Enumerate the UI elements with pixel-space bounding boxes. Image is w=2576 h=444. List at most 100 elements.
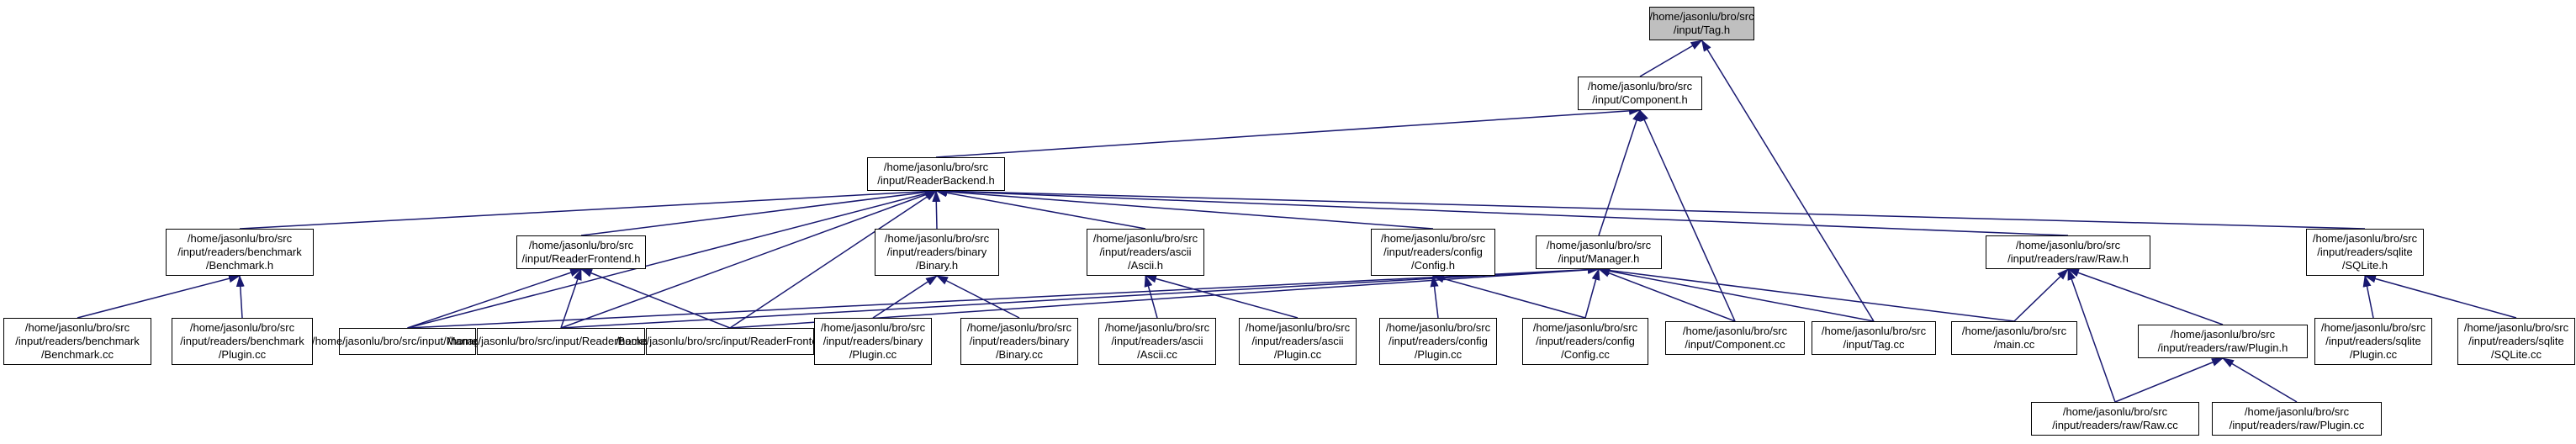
file-node-raw-plugin-cc[interactable]: /home/jasonlu/bro/src/input/readers/raw/… bbox=[2212, 402, 2382, 436]
file-node-label-line: /main.cc bbox=[1993, 338, 2035, 351]
file-node-label-line: /input/readers/sqlite bbox=[2325, 335, 2421, 347]
file-node-label-line: /input/readers/sqlite bbox=[2317, 246, 2413, 258]
file-node-ascii-cc[interactable]: /home/jasonlu/bro/src/input/readers/asci… bbox=[1098, 318, 1216, 365]
edge-raw-cc-to-raw-h bbox=[2067, 268, 2116, 403]
file-node-binary-cc[interactable]: /home/jasonlu/bro/src/input/readers/bina… bbox=[960, 318, 1078, 365]
edge-binary-plugin-cc-to-binary-h bbox=[872, 275, 938, 319]
edge-config-plugin-cc-to-config-h bbox=[1430, 275, 1439, 319]
file-node-label-line: /input/readers/config bbox=[1389, 335, 1488, 347]
file-node-label-line: /home/jasonlu/bro/src bbox=[1092, 232, 1198, 245]
file-node-label-line: /Config.cc bbox=[1561, 348, 1610, 361]
file-node-config-h[interactable]: /home/jasonlu/bro/src/input/readers/conf… bbox=[1371, 229, 1495, 276]
file-node-ascii-h[interactable]: /home/jasonlu/bro/src/input/readers/asci… bbox=[1087, 229, 1204, 276]
file-node-label-line: /input/Tag.cc bbox=[1843, 338, 1905, 351]
edge-manager-cc-to-readerbackend-h bbox=[407, 189, 937, 329]
edge-config-cc-to-manager-h bbox=[1584, 268, 1600, 319]
file-node-binary-h[interactable]: /home/jasonlu/bro/src/input/readers/bina… bbox=[875, 229, 999, 276]
file-node-readerbackend-cc[interactable]: /home/jasonlu/bro/src/input/ReaderBacken… bbox=[447, 328, 674, 355]
file-node-readerfrontend-h[interactable]: /home/jasonlu/bro/src/input/ReaderFronte… bbox=[516, 235, 646, 269]
edge-sqlite-plugin-cc-to-sqlite-h bbox=[2362, 275, 2374, 319]
edge-raw-cc-to-raw-plugin-h bbox=[2114, 357, 2224, 403]
file-node-label-line: /SQLite.h bbox=[2341, 259, 2388, 272]
file-node-label-line: /home/jasonlu/bro/src bbox=[1245, 321, 1351, 334]
file-node-config-plugin-cc[interactable]: /home/jasonlu/bro/src/input/readers/conf… bbox=[1379, 318, 1497, 365]
edge-component-cc-to-component-h bbox=[1639, 109, 1736, 322]
edge-manager-cc-to-manager-h bbox=[407, 265, 1600, 329]
file-node-label-line: /home/jasonlu/bro/src bbox=[2170, 328, 2276, 341]
file-node-tag-h[interactable]: /home/jasonlu/bro/src/input/Tag.h bbox=[1649, 7, 1754, 40]
edge-benchmark-plugin-cc-to-benchmark-h bbox=[235, 275, 245, 319]
file-node-label-line: /home/jasonlu/bro/src/input/Manager.cc bbox=[312, 335, 503, 347]
file-node-label-line: /input/ReaderBackend.h bbox=[877, 174, 995, 187]
file-node-raw-h[interactable]: /home/jasonlu/bro/src/input/readers/raw/… bbox=[1986, 235, 2150, 269]
edge-binary-h-to-readerbackend-h bbox=[932, 190, 941, 230]
file-node-label-line: /input/readers/binary bbox=[823, 335, 923, 347]
file-node-label-line: /Binary.cc bbox=[995, 348, 1044, 361]
edge-readerfrontend-h-to-readerbackend-h bbox=[580, 188, 937, 236]
edge-benchmark-cc-to-benchmark-h bbox=[77, 274, 241, 319]
edge-raw-plugin-h-to-raw-h bbox=[2067, 268, 2224, 325]
file-node-label-line: /home/jasonlu/bro/src bbox=[883, 161, 989, 173]
file-node-label-line: /home/jasonlu/bro/src bbox=[2312, 232, 2418, 245]
edge-raw-plugin-cc-to-raw-plugin-h bbox=[2222, 357, 2298, 403]
file-node-label-line: /input/readers/benchmark bbox=[177, 246, 302, 258]
file-node-label-line: /input/readers/config bbox=[1536, 335, 1635, 347]
file-node-label-line: /input/readers/binary bbox=[886, 246, 987, 258]
edge-ascii-plugin-cc-to-ascii-h bbox=[1145, 274, 1299, 319]
file-node-manager-h[interactable]: /home/jasonlu/bro/src/input/Manager.h bbox=[1536, 235, 1662, 269]
file-node-raw-plugin-h[interactable]: /home/jasonlu/bro/src/input/readers/raw/… bbox=[2138, 325, 2308, 358]
file-node-label-line: /home/jasonlu/bro/src bbox=[1546, 239, 1652, 251]
edge-tag-cc-to-manager-h bbox=[1598, 267, 1875, 322]
file-node-label-line: /SQLite.cc bbox=[2491, 348, 2542, 361]
file-node-tag-cc[interactable]: /home/jasonlu/bro/src/input/Tag.cc bbox=[1812, 321, 1936, 355]
file-node-config-cc[interactable]: /home/jasonlu/bro/src/input/readers/conf… bbox=[1522, 318, 1648, 365]
file-node-sqlite-cc[interactable]: /home/jasonlu/bro/src/input/readers/sqli… bbox=[2457, 318, 2575, 365]
file-node-label-line: /home/jasonlu/bro/src bbox=[1682, 325, 1788, 337]
file-node-label-line: /home/jasonlu/bro/src bbox=[2015, 239, 2121, 251]
file-node-label-line: /home/jasonlu/bro/src bbox=[1380, 232, 1486, 245]
file-node-ascii-plugin-cc[interactable]: /home/jasonlu/bro/src/input/readers/asci… bbox=[1239, 318, 1357, 365]
file-node-label-line: /input/readers/sqlite bbox=[2468, 335, 2564, 347]
file-node-component-cc[interactable]: /home/jasonlu/bro/src/input/Component.cc bbox=[1665, 321, 1805, 355]
file-node-benchmark-cc[interactable]: /home/jasonlu/bro/src/input/readers/benc… bbox=[3, 318, 151, 365]
edge-readerbackend-cc-to-readerfrontend-h bbox=[560, 268, 582, 329]
edge-ascii-cc-to-ascii-h bbox=[1144, 275, 1158, 319]
file-node-label-line: /Ascii.cc bbox=[1137, 348, 1177, 361]
edge-component-h-to-tag-h bbox=[1639, 40, 1703, 77]
file-node-label-line: /input/Component.cc bbox=[1685, 338, 1785, 351]
file-node-label-line: /Benchmark.cc bbox=[41, 348, 114, 361]
file-node-label-line: /home/jasonlu/bro/src bbox=[1532, 321, 1638, 334]
file-node-label-line: /home/jasonlu/bro/src bbox=[2244, 405, 2350, 418]
file-node-label-line: /Benchmark.h bbox=[205, 259, 274, 272]
file-node-label-line: /input/readers/config bbox=[1383, 246, 1483, 258]
edge-main-cc-to-manager-h bbox=[1598, 266, 2015, 322]
file-node-label-line: /Plugin.cc bbox=[218, 348, 267, 361]
file-node-label-line: /Plugin.cc bbox=[2349, 348, 2398, 361]
file-node-label-line: /input/readers/ascii bbox=[1111, 335, 1203, 347]
file-node-label-line: /Binary.h bbox=[915, 259, 959, 272]
file-node-manager-cc[interactable]: /home/jasonlu/bro/src/input/Manager.cc bbox=[312, 328, 503, 355]
file-node-raw-cc[interactable]: /home/jasonlu/bro/src/input/readers/raw/… bbox=[2031, 402, 2199, 436]
file-node-label-line: /Ascii.h bbox=[1128, 259, 1163, 272]
file-node-readerbackend-h[interactable]: /home/jasonlu/bro/src/input/ReaderBacken… bbox=[867, 157, 1005, 191]
file-node-benchmark-plugin-cc[interactable]: /home/jasonlu/bro/src/input/readers/benc… bbox=[172, 318, 313, 365]
file-node-main-cc[interactable]: /home/jasonlu/bro/src/main.cc bbox=[1951, 321, 2077, 355]
file-node-label-line: /home/jasonlu/bro/src bbox=[2062, 405, 2168, 418]
file-node-label-line: /input/ReaderFrontend.h bbox=[521, 252, 641, 265]
file-node-label-line: /input/readers/ascii bbox=[1251, 335, 1344, 347]
file-node-sqlite-h[interactable]: /home/jasonlu/bro/src/input/readers/sqli… bbox=[2306, 229, 2424, 276]
file-node-sqlite-plugin-cc[interactable]: /home/jasonlu/bro/src/input/readers/sqli… bbox=[2314, 318, 2432, 365]
file-node-component-h[interactable]: /home/jasonlu/bro/src/input/Component.h bbox=[1578, 77, 1702, 110]
file-node-label-line: /Plugin.cc bbox=[1414, 348, 1463, 361]
file-node-readerfrontend-cc[interactable]: /home/jasonlu/bro/src/input/ReaderFronte… bbox=[616, 328, 844, 355]
edge-readerbackend-cc-to-readerbackend-h bbox=[560, 190, 937, 329]
edge-sqlite-cc-to-sqlite-h bbox=[2364, 274, 2517, 319]
file-node-benchmark-h[interactable]: /home/jasonlu/bro/src/input/readers/benc… bbox=[166, 229, 314, 276]
file-node-label-line: /home/jasonlu/bro/src bbox=[884, 232, 990, 245]
edge-manager-h-to-component-h bbox=[1598, 109, 1641, 236]
file-node-label-line: /input/Manager.h bbox=[1558, 252, 1640, 265]
edge-readerbackend-h-to-component-h bbox=[935, 106, 1641, 158]
edge-benchmark-h-to-readerbackend-h bbox=[239, 187, 937, 230]
file-node-binary-plugin-cc[interactable]: /home/jasonlu/bro/src/input/readers/bina… bbox=[814, 318, 932, 365]
